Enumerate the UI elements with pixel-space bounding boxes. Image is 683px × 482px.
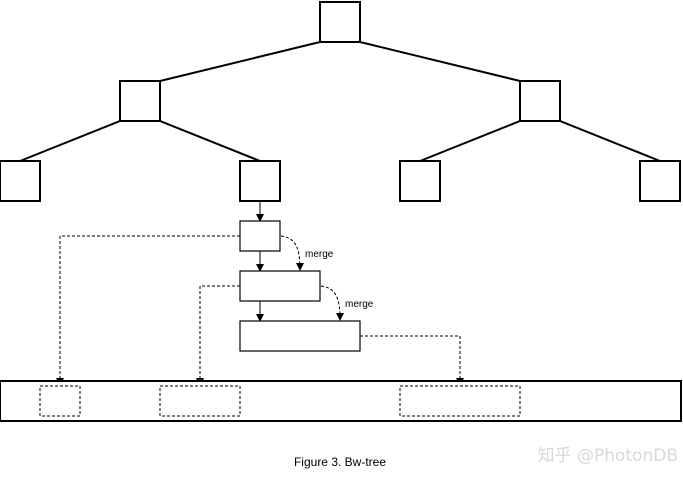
figure-caption: Figure 3. Bw-tree	[294, 455, 386, 469]
leaf-node-4	[639, 160, 681, 202]
delta-chain: merge merge	[239, 201, 374, 352]
edge-left-leaf2	[159, 120, 261, 162]
page-pointers	[56, 235, 464, 386]
leaf-node-3	[399, 160, 441, 202]
leaf-node-2	[239, 160, 281, 202]
tree-edges	[19, 41, 661, 162]
merge-arrow-1	[280, 235, 304, 271]
page-slot-1	[39, 385, 81, 417]
edge-left-leaf1	[19, 120, 121, 162]
merge-arrow-2	[320, 285, 344, 321]
root-node	[319, 1, 361, 43]
edge-root-right	[359, 41, 521, 82]
inner-node-right	[519, 80, 561, 122]
edge-right-leaf3	[419, 120, 521, 162]
watermark: 知乎 @PhotonDB	[538, 446, 678, 466]
delta-record-1	[239, 220, 281, 252]
page-table-bar	[0, 380, 682, 422]
leaf-node-1	[0, 160, 41, 202]
page-slot-2	[159, 385, 241, 417]
mapping-table	[0, 380, 682, 422]
inner-node-left	[119, 80, 161, 122]
edge-root-left	[159, 41, 321, 82]
page-slot-3	[399, 385, 521, 417]
merge-label-2: merge	[345, 299, 374, 310]
pointer-delta3	[360, 335, 464, 386]
pointer-delta1	[56, 235, 240, 386]
merge-label-1: merge	[305, 249, 334, 260]
pointer-delta2	[196, 285, 240, 386]
delta-record-2	[239, 270, 321, 302]
edge-right-leaf4	[559, 120, 661, 162]
delta-record-3	[239, 320, 361, 352]
tree-nodes	[0, 1, 681, 202]
